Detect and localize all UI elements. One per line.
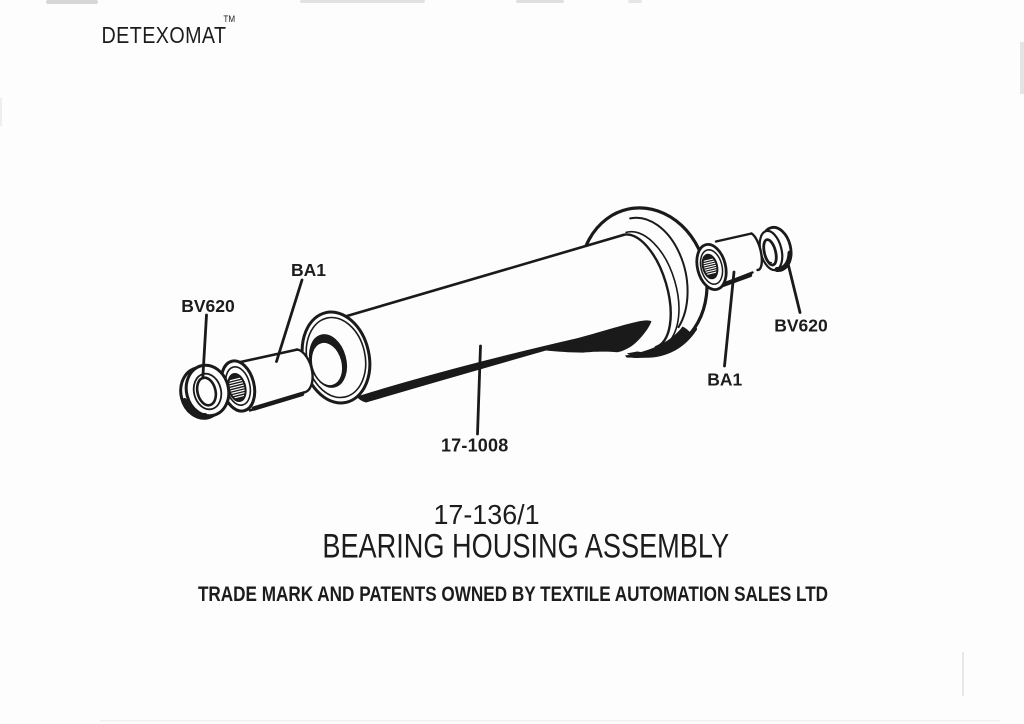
svg-text:BEARING HOUSING ASSEMBLY: BEARING HOUSING ASSEMBLY bbox=[322, 526, 729, 565]
svg-text:17-136/1: 17-136/1 bbox=[433, 498, 539, 530]
svg-text:BV620: BV620 bbox=[181, 296, 235, 316]
svg-text:TM: TM bbox=[223, 14, 235, 25]
svg-text:DETEXOMAT: DETEXOMAT bbox=[102, 22, 227, 48]
svg-text:BA1: BA1 bbox=[291, 260, 326, 280]
svg-text:17-1008: 17-1008 bbox=[441, 436, 508, 456]
svg-text:BV620: BV620 bbox=[774, 316, 828, 336]
svg-text:BA1: BA1 bbox=[707, 370, 742, 390]
svg-text:TRADE MARK AND PATENTS OWNED B: TRADE MARK AND PATENTS OWNED BY TEXTILE … bbox=[198, 584, 828, 607]
